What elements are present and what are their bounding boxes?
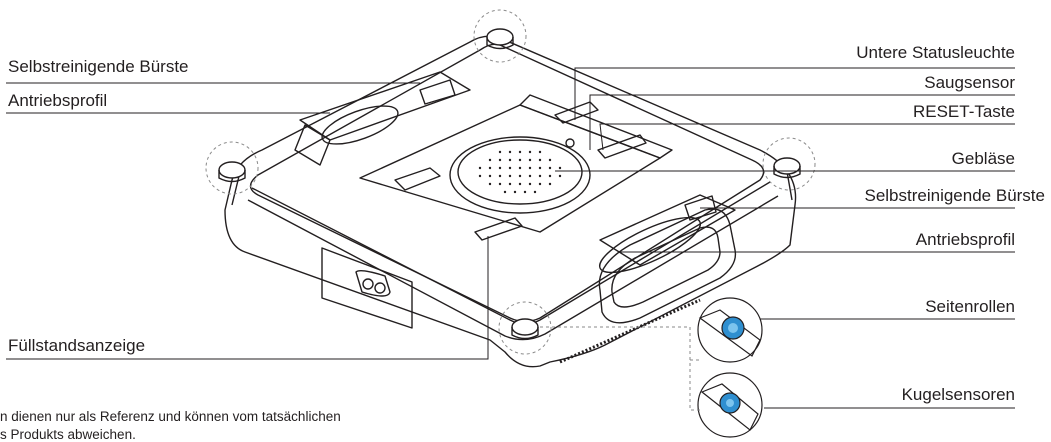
label-self-cleaning-brush-left: Selbstreinigende Bürste bbox=[8, 57, 189, 76]
label-drive-profile-left: Antriebsprofil bbox=[8, 91, 108, 110]
corner-rollers bbox=[218, 28, 801, 340]
disclaimer-line-2: s Produkts abweichen. bbox=[0, 427, 136, 442]
robot-body bbox=[224, 35, 797, 368]
label-drive-profile-right: Antriebsprofil bbox=[915, 230, 1015, 249]
ball-sensor-inset bbox=[697, 372, 763, 438]
fan-grille-dots bbox=[478, 150, 562, 194]
disclaimer-line-1: n dienen nur als Referenz und können vom… bbox=[0, 409, 341, 424]
highlight-circles bbox=[205, 9, 816, 355]
inset-connectors bbox=[540, 326, 700, 411]
leader-lines bbox=[6, 67, 1015, 409]
side-roller-inset bbox=[697, 297, 763, 363]
label-reset-button: RESET-Taste bbox=[912, 102, 1015, 121]
label-suction-sensor: Saugsensor bbox=[924, 73, 1015, 92]
label-self-cleaning-brush-right: Selbstreinigende Bürste bbox=[864, 186, 1045, 205]
label-side-rollers: Seitenrollen bbox=[925, 297, 1015, 316]
label-fill-level-indicator: Füllstandsanzeige bbox=[8, 336, 146, 355]
label-blower: Gebläse bbox=[951, 149, 1015, 168]
label-ball-sensors: Kugelsensoren bbox=[901, 385, 1015, 404]
label-lower-status-light: Untere Statusleuchte bbox=[856, 43, 1015, 62]
